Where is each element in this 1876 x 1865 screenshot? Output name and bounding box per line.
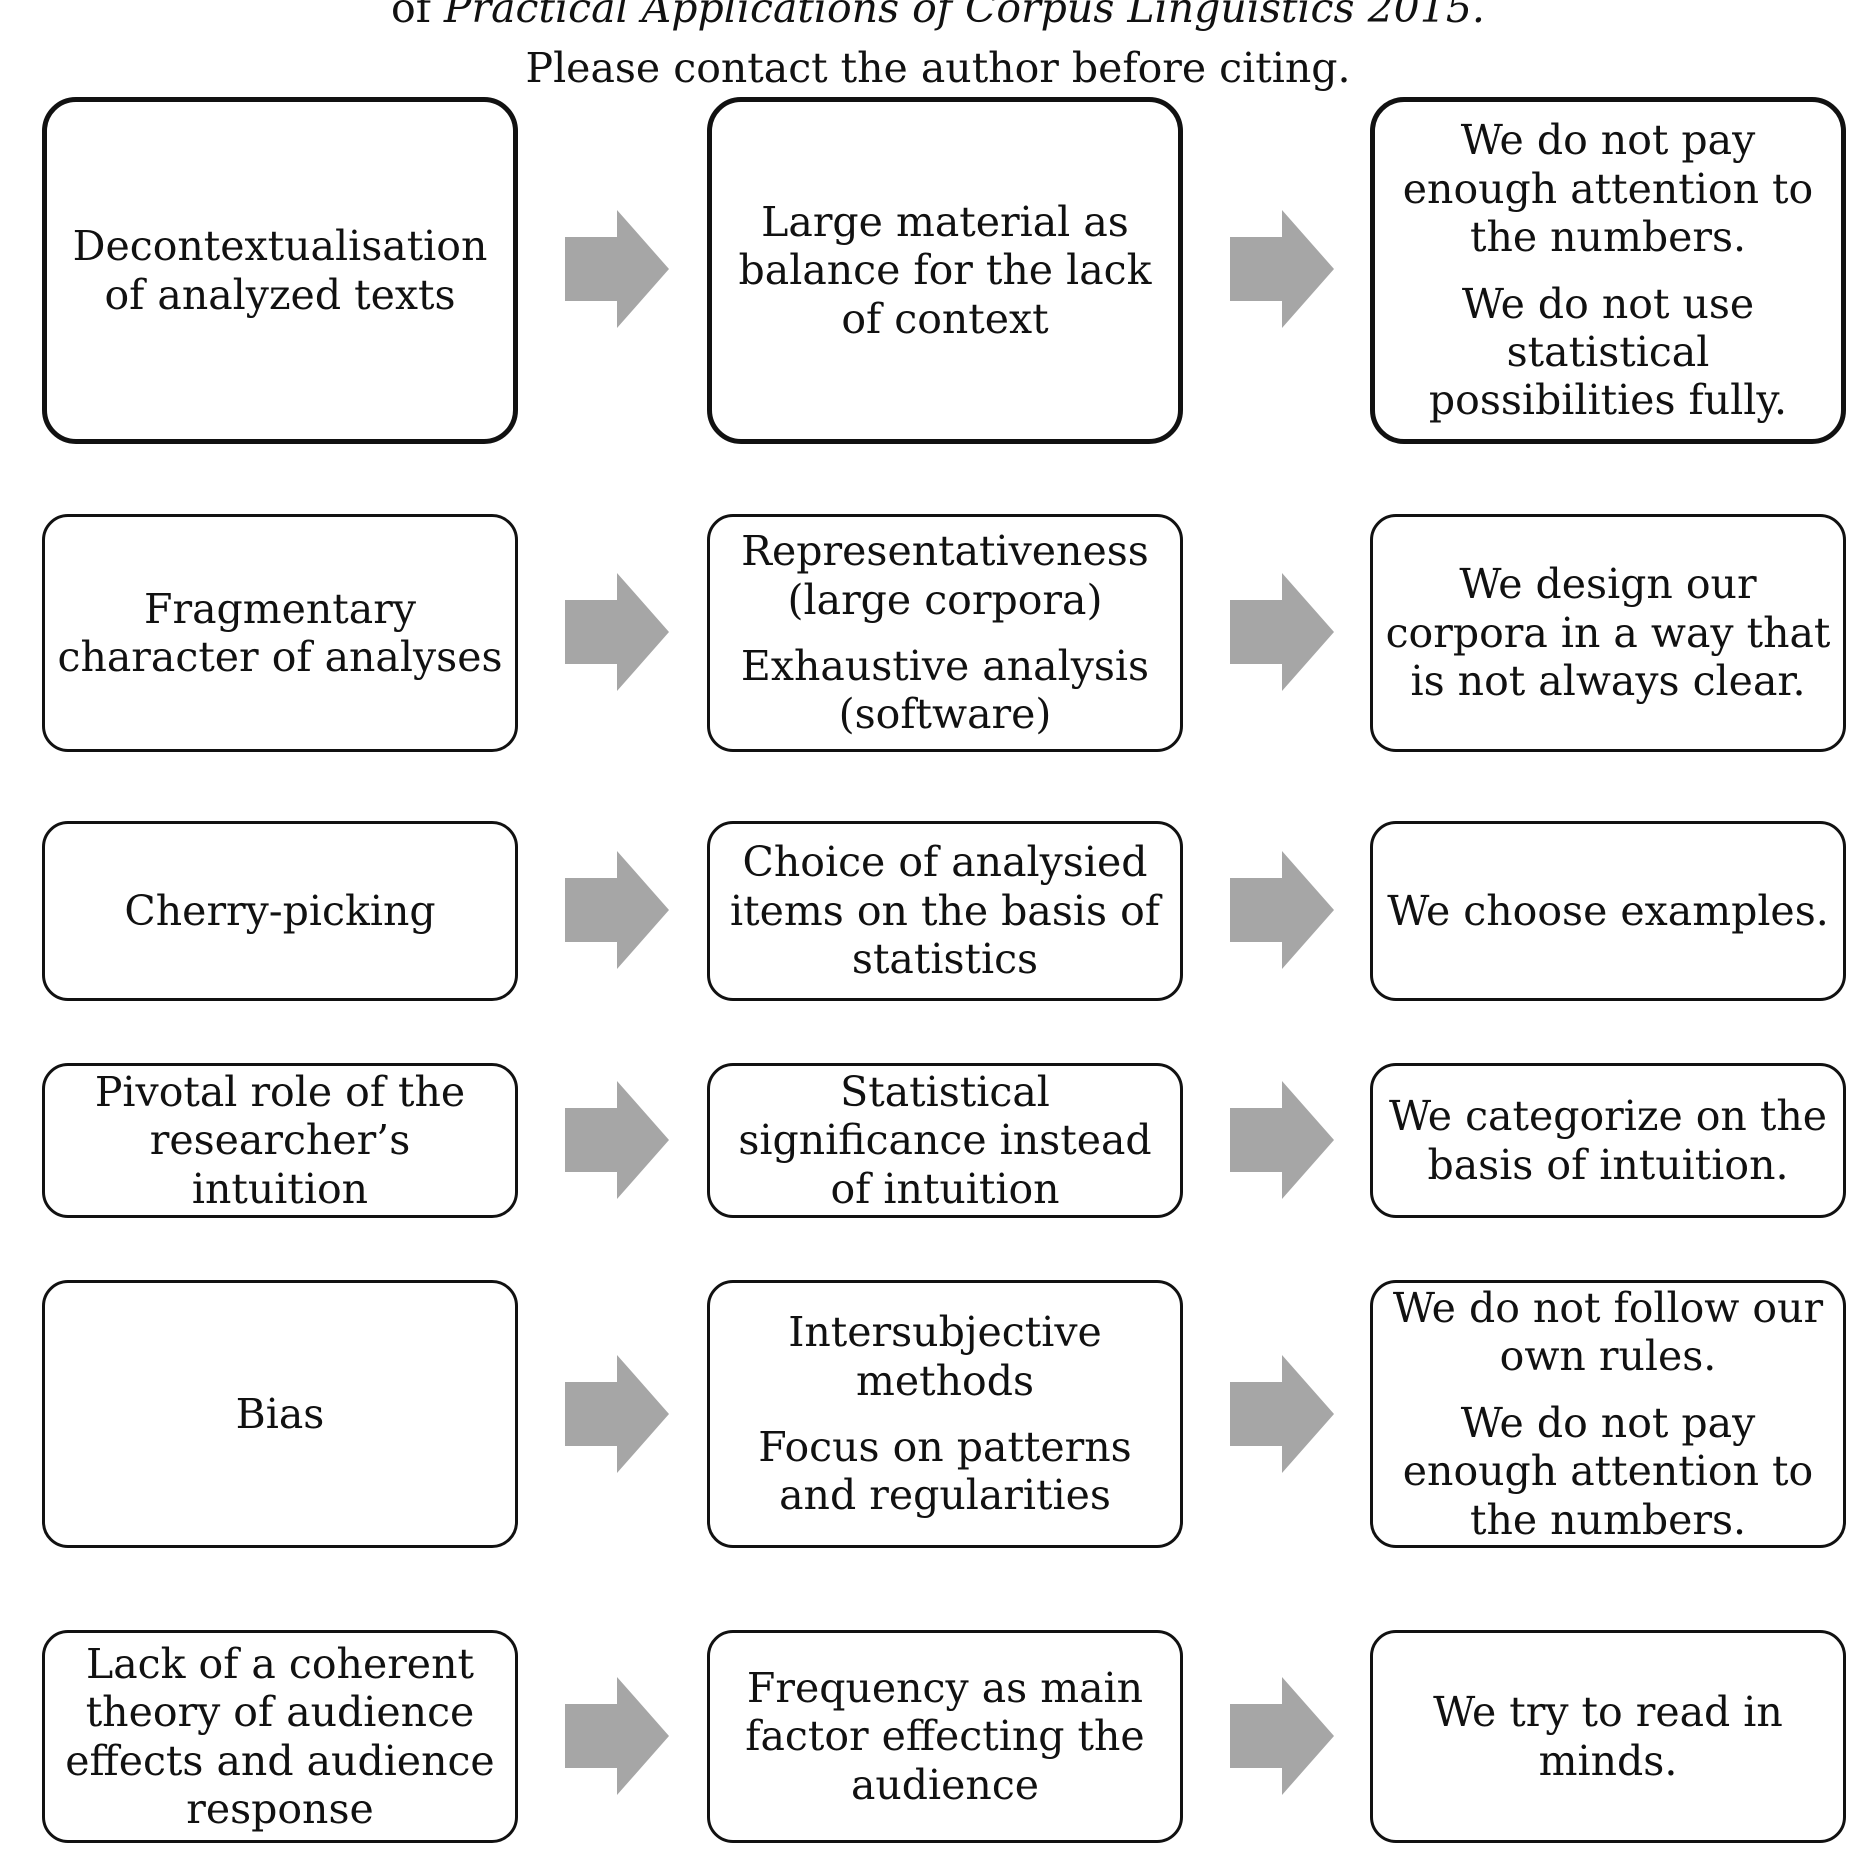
row-1-problem-box: Decontextualisation of analyzed texts [42, 97, 518, 444]
arrow-icon [565, 573, 669, 691]
box-text: Bias [235, 1389, 325, 1438]
row-6-issue-box: We try to read in minds. [1370, 1630, 1846, 1843]
box-text: We choose examples. [1387, 886, 1829, 935]
row-5-issue-box: We do not follow our own rules. We do no… [1370, 1280, 1846, 1548]
row-6-problem-box: Lack of a coherent theory of audience ef… [42, 1630, 518, 1843]
arrow-icon [565, 210, 669, 328]
box-text: We do not pay enough attention to the nu… [1402, 1398, 1814, 1544]
box-text: Cherry-picking [124, 886, 436, 935]
box-text: Statistical significance instead of intu… [738, 1067, 1152, 1213]
header-line-2: Please contact the author before citing. [525, 44, 1351, 92]
header-line-1: of Practical Applications of Corpus Ling… [0, 0, 1876, 29]
box-text: Intersubjective methods [788, 1308, 1102, 1405]
box-text: Exhaustive analysis (software) [740, 642, 1150, 739]
row-2-problem-box: Fragmentary character of analyses [42, 514, 518, 752]
arrow-icon [1230, 1677, 1334, 1795]
row-4-problem-box: Pivotal role of the researcher’s intuiti… [42, 1063, 518, 1218]
box-text: Fragmentary character of analyses [57, 584, 503, 681]
box-text: Representativeness (large corpora) [741, 527, 1149, 624]
box-text: Decontextualisation of analyzed texts [72, 222, 488, 319]
box-text: We try to read in minds. [1433, 1688, 1783, 1785]
box-text: We do not follow our own rules. [1392, 1284, 1824, 1381]
arrow-icon [565, 1081, 669, 1199]
box-text: Pivotal role of the researcher’s intuiti… [94, 1067, 466, 1213]
row-1-issue-box: We do not pay enough attention to the nu… [1370, 97, 1846, 444]
arrow-icon [1230, 573, 1334, 691]
arrow-icon [565, 1677, 669, 1795]
row-2-issue-box: We design our corpora in a way that is n… [1370, 514, 1846, 752]
header-line-1-prefix: of [391, 0, 444, 32]
row-6-solution-box: Frequency as main factor effecting the a… [707, 1630, 1183, 1843]
box-text: Large material as balance for the lack o… [738, 197, 1152, 343]
row-5-problem-box: Bias [42, 1280, 518, 1548]
row-3-issue-box: We choose examples. [1370, 821, 1846, 1001]
box-text: We do not pay enough attention to the nu… [1402, 116, 1814, 262]
arrow-icon [1230, 1081, 1334, 1199]
arrow-icon [565, 1355, 669, 1473]
row-5-solution-box: Intersubjective methods Focus on pattern… [707, 1280, 1183, 1548]
row-4-solution-box: Statistical significance instead of intu… [707, 1063, 1183, 1218]
row-1-solution-box: Large material as balance for the lack o… [707, 97, 1183, 444]
arrow-icon [565, 851, 669, 969]
box-text: Frequency as main factor effecting the a… [745, 1663, 1145, 1809]
row-3-problem-box: Cherry-picking [42, 821, 518, 1001]
row-3-solution-box: Choice of analysied items on the basis o… [707, 821, 1183, 1001]
arrow-icon [1230, 1355, 1334, 1473]
box-text: We categorize on the basis of intuition. [1388, 1092, 1828, 1189]
arrow-icon [1230, 210, 1334, 328]
row-2-solution-box: Representativeness (large corpora) Exhau… [707, 514, 1183, 752]
box-text: Choice of analysied items on the basis o… [730, 838, 1160, 984]
header-line-1-italic: Practical Applications of Corpus Linguis… [443, 0, 1485, 32]
box-text: We do not use statistical possibilities … [1428, 279, 1788, 425]
arrow-icon [1230, 851, 1334, 969]
box-text: We design our corpora in a way that is n… [1385, 560, 1831, 706]
row-4-issue-box: We categorize on the basis of intuition. [1370, 1063, 1846, 1218]
box-text: Focus on patterns and regularities [758, 1423, 1132, 1520]
box-text: Lack of a coherent theory of audience ef… [65, 1639, 495, 1833]
